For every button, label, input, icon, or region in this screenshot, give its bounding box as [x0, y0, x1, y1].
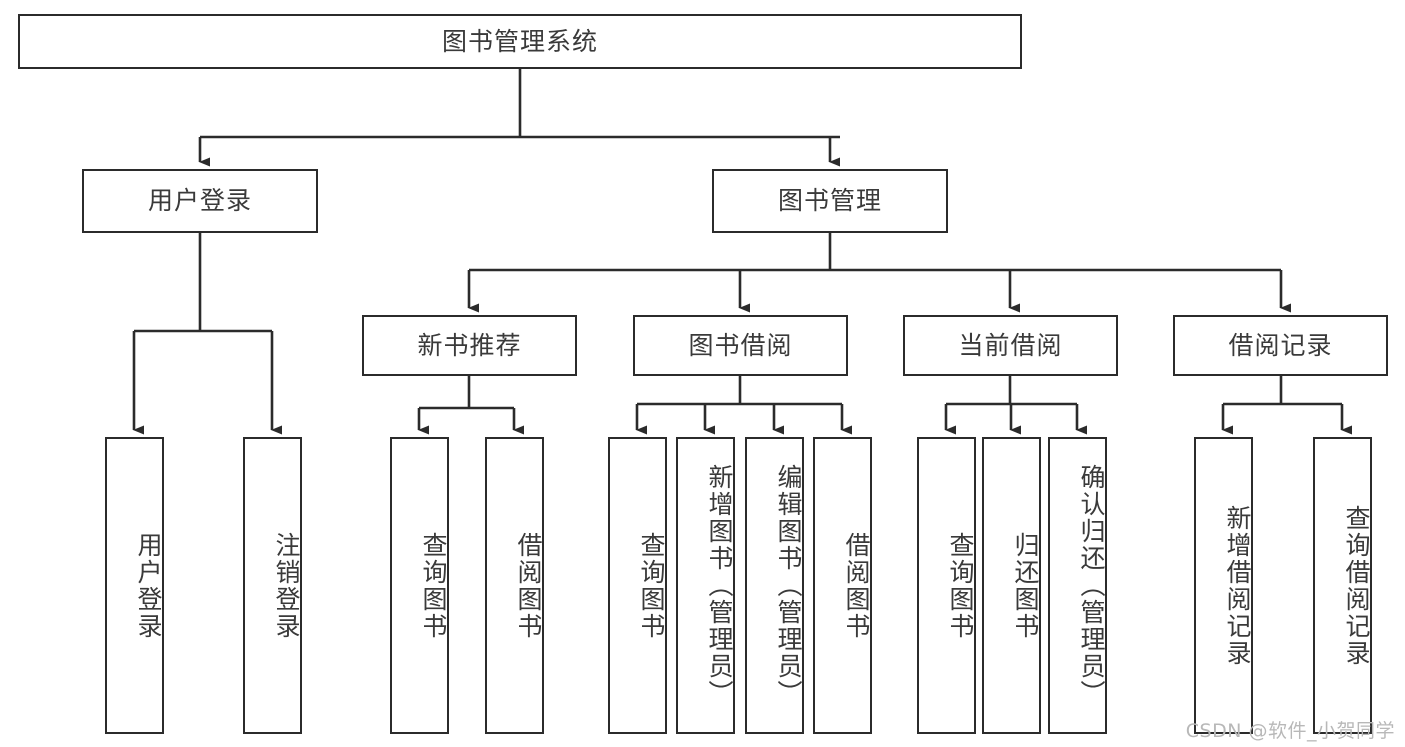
leaf-edit-book-admin[interactable]: 编辑图书（管理员） [745, 437, 804, 734]
node-label: 新增图书（管理员） [705, 464, 734, 707]
leaf-add-book-admin[interactable]: 新增图书（管理员） [676, 437, 735, 734]
node-label: 查询图书 [946, 531, 975, 640]
node-book-management[interactable]: 图书管理 [712, 169, 948, 233]
node-label: 图书管理系统 [441, 26, 598, 56]
node-book-borrow[interactable]: 图书借阅 [633, 315, 848, 376]
node-label: 新书推荐 [417, 330, 522, 360]
node-label: 借阅图书 [514, 531, 543, 640]
node-root-library-management-system[interactable]: 图书管理系统 [18, 14, 1022, 69]
node-label: 归还图书 [1011, 531, 1040, 640]
node-label: 用户登录 [147, 186, 252, 215]
node-label: 图书管理 [777, 186, 882, 215]
csdn-watermark: CSDN @软件_小贺同学 [1185, 720, 1395, 742]
leaf-return-book[interactable]: 归还图书 [982, 437, 1041, 734]
node-label: 查询借阅记录 [1342, 504, 1371, 667]
node-label: 查询图书 [637, 531, 666, 640]
leaf-borrow-query-book[interactable]: 查询图书 [608, 437, 667, 734]
leaf-add-borrow-record[interactable]: 新增借阅记录 [1194, 437, 1253, 734]
node-label: 用户登录 [134, 531, 163, 640]
leaf-new-book-borrow[interactable]: 借阅图书 [485, 437, 544, 734]
node-label: 借阅记录 [1228, 330, 1333, 360]
leaf-user-login[interactable]: 用户登录 [105, 437, 164, 734]
node-user-login[interactable]: 用户登录 [82, 169, 318, 233]
leaf-new-book-query[interactable]: 查询图书 [390, 437, 449, 734]
node-label: 借阅图书 [842, 531, 871, 640]
leaf-borrow-book[interactable]: 借阅图书 [813, 437, 872, 734]
leaf-query-borrow-record[interactable]: 查询借阅记录 [1313, 437, 1372, 734]
leaf-current-query-book[interactable]: 查询图书 [917, 437, 976, 734]
node-label: 图书借阅 [688, 330, 793, 360]
leaf-confirm-return-admin[interactable]: 确认归还（管理员） [1048, 437, 1107, 734]
node-label: 注销登录 [272, 531, 301, 640]
node-current-borrow[interactable]: 当前借阅 [903, 315, 1118, 376]
node-label: 确认归还（管理员） [1077, 464, 1106, 707]
node-label: 当前借阅 [958, 330, 1063, 360]
node-new-book-recommend[interactable]: 新书推荐 [362, 315, 577, 376]
leaf-logout[interactable]: 注销登录 [243, 437, 302, 734]
node-borrow-record[interactable]: 借阅记录 [1173, 315, 1388, 376]
node-label: 新增借阅记录 [1223, 504, 1252, 667]
node-label: 查询图书 [419, 531, 448, 640]
node-label: 编辑图书（管理员） [774, 464, 803, 707]
